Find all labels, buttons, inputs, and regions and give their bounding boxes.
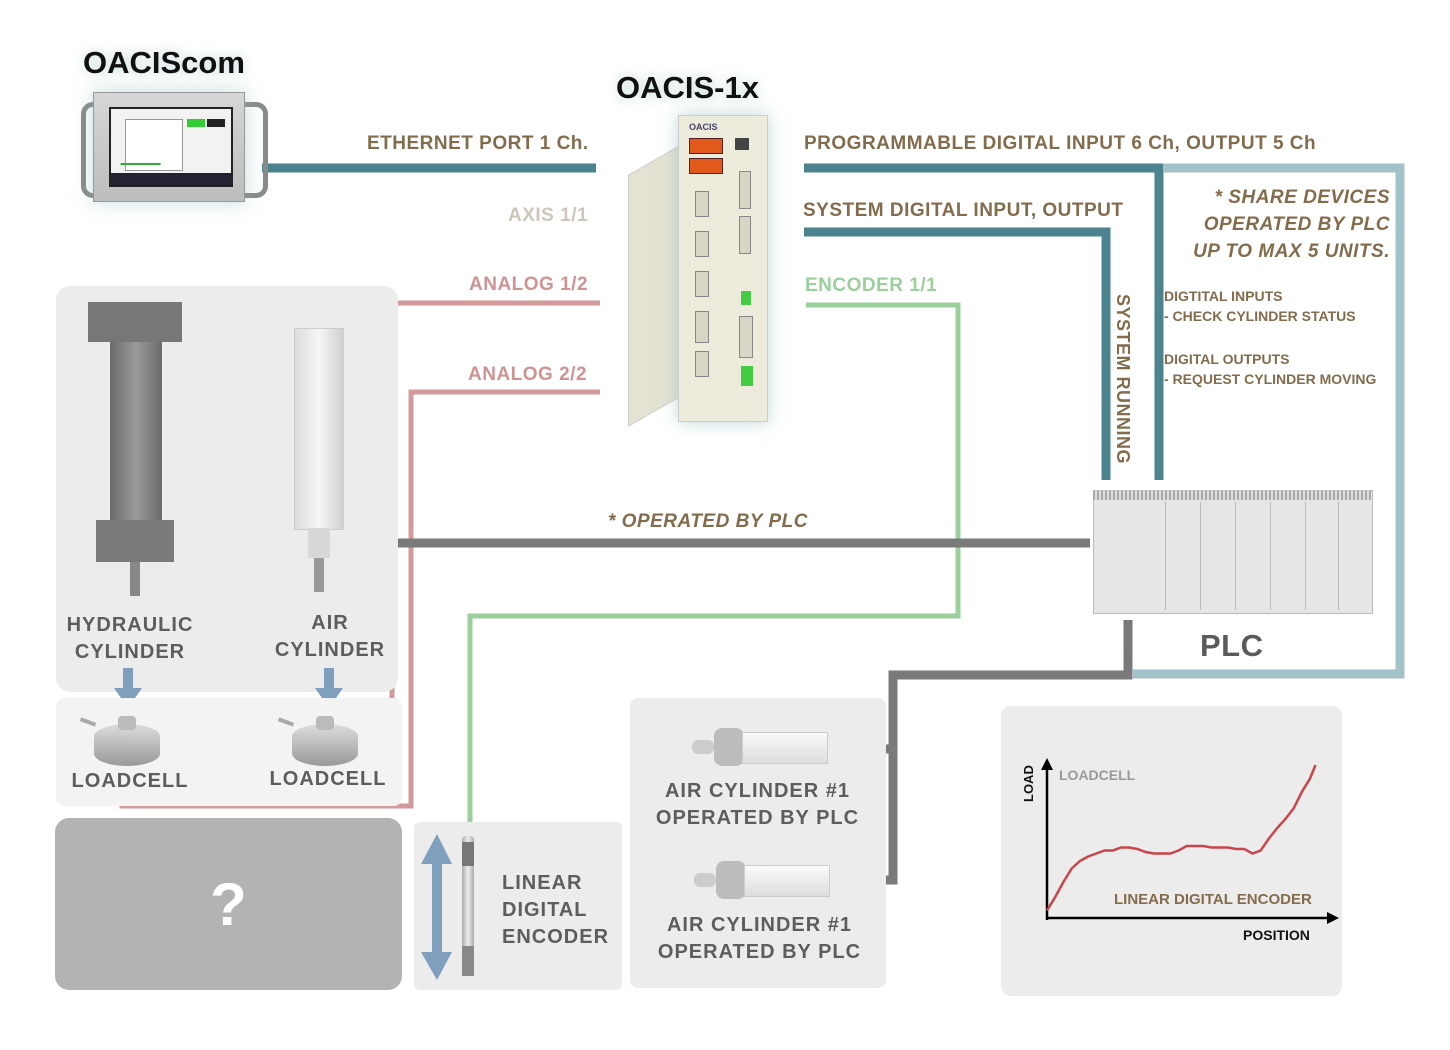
aircyl2-label-line2: OPERATED BY PLC [657, 941, 862, 963]
loadcell-annotation: LOADCELL [1059, 767, 1136, 783]
loadcell-icon [79, 712, 162, 768]
share-note-line2: OPERATED BY PLC [1203, 214, 1390, 235]
share-note-line3: UP TO MAX 5 UNITS. [1193, 241, 1390, 262]
air-cylinder-1-icon [692, 722, 830, 772]
ethernet-label: ETHERNET PORT 1 Ch. [367, 133, 589, 154]
connector-icon [695, 351, 709, 377]
ethernet-port-icon [735, 138, 749, 150]
hydraulic-cylinder-icon [88, 302, 182, 598]
hydraulic-label-line2: CYLINDER [74, 641, 186, 663]
encoder-label-line3: ENCODER [502, 926, 610, 948]
panel-frame [93, 92, 245, 202]
hydraulic-label-line1: HYDRAULIC [66, 614, 194, 636]
unknown-device-panel: ? [55, 818, 402, 990]
plc-title: PLC [1200, 628, 1264, 663]
air-cylinder-icon [290, 328, 350, 598]
share-note-line1: * SHARE DEVICES [1214, 187, 1390, 208]
air-cylinder-1-label: AIR CYLINDER #1 OPERATED BY PLC [640, 778, 875, 832]
x-axis-label: POSITION [1243, 927, 1310, 943]
loadcell-icon [277, 712, 360, 768]
connector-icon [695, 271, 709, 297]
analog1-label: ANALOG 1/2 [469, 274, 589, 295]
plc-cpu-module [1095, 502, 1166, 610]
share-devices-wire [1133, 163, 1405, 679]
handle-right-icon [239, 102, 268, 198]
connector-icon [739, 171, 751, 209]
plc-module [1238, 502, 1271, 610]
series-line-load-position [1045, 764, 1317, 912]
unknown-device-mark: ? [210, 871, 247, 938]
programmable-dio-wire [804, 163, 1164, 480]
oacis-brand: OACIS [689, 122, 718, 132]
connector-icon [739, 216, 751, 254]
connector-icon [695, 311, 709, 343]
plc-module [1273, 502, 1306, 610]
air-cylinder-2-icon [694, 855, 832, 905]
digital-io-notes: DIGTITAL INPUTS - CHECK CYLINDER STATUS … [1164, 286, 1376, 389]
oaciscom-device [75, 90, 275, 202]
aircyl1-label-line1: AIR CYLINDER #1 [664, 780, 851, 802]
connector-icon [739, 316, 753, 358]
aircyl1-label-line2: OPERATED BY PLC [655, 807, 860, 829]
axis-label: AXIS 1/1 [508, 205, 589, 226]
y-axis-arrow-icon [1041, 758, 1053, 770]
share-devices-note: * SHARE DEVICES OPERATED BY PLC UP TO MA… [1168, 184, 1390, 265]
plc-device [1093, 490, 1373, 614]
air-label-line2: CYLINDER [274, 639, 386, 661]
connector-icon [695, 191, 709, 217]
air-cylinder-2-label: AIR CYLINDER #1 OPERATED BY PLC [642, 912, 877, 966]
linear-encoder-panel: LINEAR DIGITAL ENCODER [414, 822, 622, 990]
plc-module [1308, 502, 1339, 610]
analog2-label: ANALOG 2/2 [468, 364, 588, 385]
din-desc: - CHECK CYLINDER STATUS [1164, 308, 1356, 324]
display-icon [689, 158, 723, 174]
encoder-label-line1: LINEAR [502, 872, 583, 894]
chart-panel [1001, 706, 1342, 996]
connector-icon [695, 231, 709, 257]
hydraulic-cylinder-label: HYDRAULIC CYLINDER [60, 612, 200, 666]
air-cylinder-label: AIR CYLINDER [266, 610, 394, 664]
double-arrow-icon [421, 834, 452, 980]
system-dio-wire [804, 227, 1111, 480]
x-axis-arrow-icon [1327, 912, 1339, 924]
plc-module [1203, 502, 1236, 610]
encoder-annotation: LINEAR DIGITAL ENCODER [1114, 891, 1312, 908]
oaciscom-title: OACIScom [83, 45, 245, 80]
encoder-label: ENCODER 1/1 [805, 275, 938, 296]
dout-desc: - REQUEST CYLINDER MOVING [1164, 371, 1377, 387]
air-label-line1: AIR [311, 612, 349, 634]
encoder-wire [467, 302, 961, 826]
loadcell1-label: LOADCELL [71, 770, 189, 792]
terminal-icon [741, 291, 751, 305]
display-icon [689, 138, 723, 154]
encoder-rod-icon [462, 836, 474, 976]
oacis1x-device: OACIS [628, 115, 768, 428]
operated-by-plc-label: * OPERATED BY PLC [608, 511, 808, 532]
terminal-icon [741, 366, 753, 386]
programmable-dio-label: PROGRAMMABLE DIGITAL INPUT 6 Ch, OUTPUT … [804, 133, 1317, 154]
din-title: DIGTITAL INPUTS [1164, 288, 1283, 304]
plc-module [1341, 502, 1369, 610]
y-axis-label: LOAD [1021, 765, 1036, 802]
encoder-label-line2: DIGITAL [502, 899, 588, 921]
linear-encoder-label: LINEAR DIGITAL ENCODER [502, 870, 609, 951]
load-position-chart: LOAD POSITION LOADCELL LINEAR DIGITAL EN… [1021, 758, 1339, 943]
aircyl2-label-line1: AIR CYLINDER #1 [666, 914, 853, 936]
oacis1x-title: OACIS-1x [616, 70, 759, 105]
system-running-label: SYSTEM RUNNING [1113, 294, 1133, 465]
plc-module [1168, 502, 1201, 610]
dout-title: DIGITAL OUTPUTS [1164, 351, 1290, 367]
loadcell2-label: LOADCELL [269, 768, 387, 790]
screen-icon [109, 107, 233, 187]
system-dio-label: SYSTEM DIGITAL INPUT, OUTPUT [803, 200, 1124, 221]
